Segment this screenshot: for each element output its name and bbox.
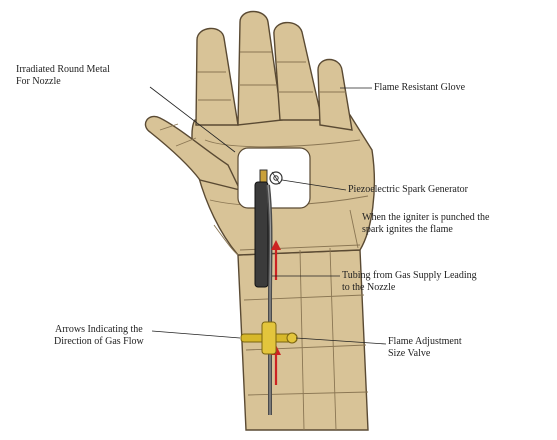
label-arrows: Arrows Indicating the Direction of Gas F…	[54, 324, 144, 348]
glove-ring-finger	[274, 23, 322, 120]
label-shield-mount: Irradiated Round Metal For Nozzle	[16, 64, 110, 88]
leader-arrows	[152, 331, 240, 338]
glove-index-finger	[196, 28, 238, 125]
label-tubing: Tubing from Gas Supply Leading to the No…	[342, 270, 477, 294]
label-valve: Flame Adjustment Size Valve	[388, 336, 462, 360]
nozzle-tip	[260, 170, 267, 182]
label-piezo: Piezoelectric Spark Generator	[348, 184, 468, 196]
label-ignite: When the igniter is punched the spark ig…	[362, 212, 489, 236]
label-glove: Flame Resistant Glove	[374, 82, 465, 94]
glove-little-finger	[318, 60, 352, 131]
label-shield-mount-line1: Irradiated Round Metal	[16, 64, 110, 76]
label-shield-mount-line2: For Nozzle	[16, 76, 110, 88]
piezo-generator	[255, 182, 268, 287]
